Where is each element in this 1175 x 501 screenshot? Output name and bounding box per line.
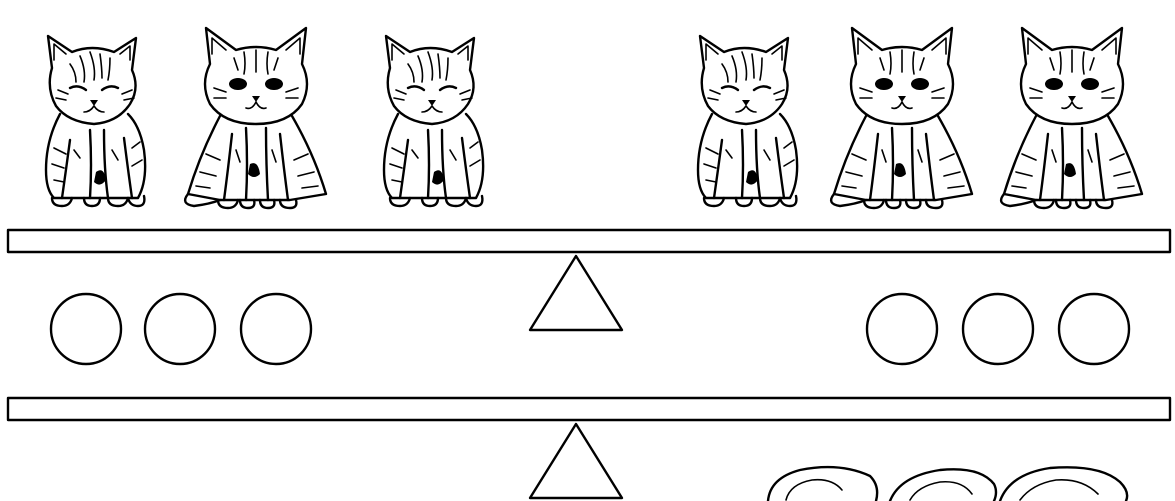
- kitten-facing-front-2: [831, 28, 972, 208]
- lower-scale-fulcrum: [530, 424, 622, 498]
- answer-circle-right-2[interactable]: [963, 294, 1033, 364]
- upper-balance-scale: [8, 28, 1170, 364]
- upper-right-pan: [698, 28, 1142, 208]
- lower-balance-scale: [8, 398, 1170, 501]
- kitten-looking-down-3: [698, 36, 797, 206]
- answer-circle-left-2[interactable]: [145, 294, 215, 364]
- upper-left-pan: [46, 28, 483, 208]
- upper-scale-beam: [8, 230, 1170, 252]
- answer-circle-left-3[interactable]: [241, 294, 311, 364]
- upper-left-answer-circles: [51, 294, 311, 364]
- lower-scale-beam: [8, 398, 1170, 420]
- upper-right-answer-circles: [867, 294, 1129, 364]
- upper-scale-fulcrum: [530, 256, 622, 330]
- answer-circle-left-1[interactable]: [51, 294, 121, 364]
- lower-right-partial-drawing: [768, 467, 1127, 501]
- answer-circle-right-3[interactable]: [1059, 294, 1129, 364]
- kitten-looking-down-1: [46, 36, 145, 206]
- answer-circle-right-1[interactable]: [867, 294, 937, 364]
- kitten-facing-front-3: [1001, 28, 1142, 208]
- kitten-looking-down-2: [384, 36, 483, 206]
- kitten-facing-front-1: [185, 28, 326, 208]
